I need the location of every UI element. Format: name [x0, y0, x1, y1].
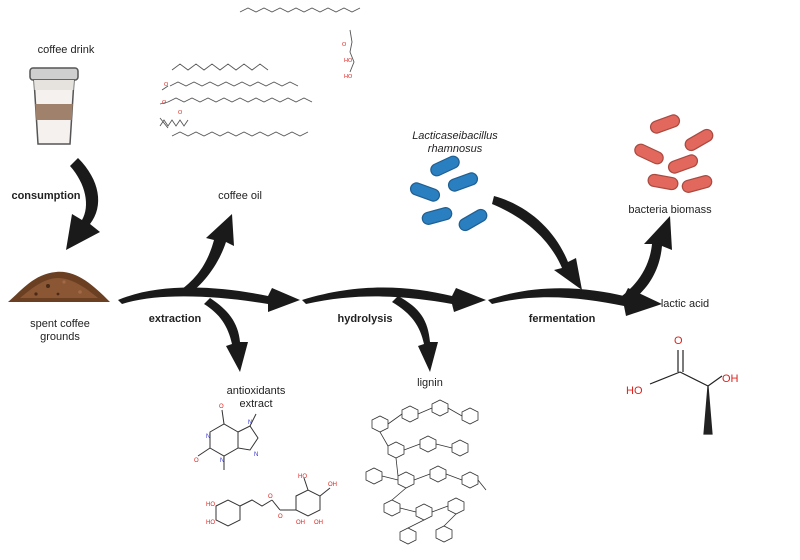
chlorogenic-acid-structure-icon	[215, 477, 331, 527]
lactic-acid-structure-icon	[649, 350, 723, 435]
caffeine-nitrogen-1: N	[206, 434, 210, 440]
bacteria-species: rhamnosus	[427, 143, 483, 155]
caffeine-nitrogen-3: N	[248, 420, 252, 426]
chlorogenic-oxygen-1: O	[278, 514, 283, 520]
antioxidants-arrow	[204, 298, 248, 372]
consumption-label: consumption	[11, 190, 81, 202]
bacteria-genus: Lacticaseibacillus	[412, 130, 498, 142]
chlorogenic-hydroxyl-3: HO	[298, 474, 307, 480]
lactic-acid-label: lactic acid	[660, 298, 710, 310]
oil-oxygen-2: O	[162, 100, 167, 106]
chlorogenic-labels: HO HO O O HO OH OH OH	[206, 474, 337, 526]
blue-bacteria-icon	[409, 155, 488, 232]
chlorogenic-hydroxyl-5: OH	[314, 520, 323, 526]
extraction-arrow-main	[118, 287, 300, 312]
coffee-drink-label: coffee drink	[37, 44, 95, 56]
spent-grounds-line2: grounds	[40, 331, 80, 343]
biomass-arrow	[622, 216, 672, 302]
coffee-oil-structure-icon	[159, 7, 361, 137]
caffeine-oxygen-1: O	[219, 404, 224, 410]
bacteria-arrow	[492, 196, 582, 290]
caffeine-labels: O O N N N N	[194, 404, 258, 464]
coffee-oil-label: coffee oil	[218, 190, 262, 202]
spent-grounds-line1: spent coffee	[30, 318, 90, 330]
caffeine-nitrogen-4: N	[254, 452, 258, 458]
caffeine-nitrogen-2: N	[220, 458, 224, 464]
hydrolysis-arrow-main	[302, 287, 486, 312]
oil-hydroxyl-2: HO	[344, 74, 353, 80]
chlorogenic-hydroxyl-2: HO	[206, 520, 215, 526]
lignin-label: lignin	[417, 377, 443, 389]
chlorogenic-hydroxyl-6: OH	[296, 520, 305, 526]
lactic-hydroxyl-right: OH	[722, 373, 739, 385]
spent-grounds-label: spent coffee grounds	[20, 318, 100, 344]
antioxidants-line1: antioxidants	[226, 385, 286, 397]
fermentation-arrow-main	[488, 288, 662, 316]
coffee-grounds-icon	[8, 271, 110, 302]
lignin-arrow	[392, 296, 438, 372]
oil-oxygen-1: O	[164, 82, 169, 88]
coffee-cup-icon	[29, 67, 79, 145]
oil-oxygen-4: O	[342, 42, 347, 48]
lactic-acid-labels: O HO OH	[626, 335, 739, 397]
chlorogenic-hydroxyl-4: OH	[328, 482, 337, 488]
chlorogenic-hydroxyl-1: HO	[206, 502, 215, 508]
oil-hydroxyl-1: HO	[344, 58, 353, 64]
oil-oxygen-3: O	[178, 110, 183, 116]
lignin-structure-icon	[365, 399, 487, 545]
caffeine-oxygen-2: O	[194, 458, 199, 464]
caffeine-structure-icon	[197, 409, 259, 470]
coffee-oil-arrow	[178, 214, 234, 296]
hydrolysis-label: hydrolysis	[337, 313, 393, 325]
bacteria-biomass-label: bacteria biomass	[628, 204, 712, 216]
coffee-oil-oxygen-labels: O O O O HO HO	[162, 42, 353, 116]
chlorogenic-oxygen-2: O	[268, 494, 273, 500]
lactic-hydroxyl-left: HO	[626, 385, 643, 397]
red-bacteria-icon	[634, 114, 714, 193]
lactic-oxygen: O	[674, 335, 683, 347]
bacteria-name-label: Lacticaseibacillus rhamnosus	[390, 130, 520, 156]
antioxidants-line2: extract	[239, 398, 273, 410]
consumption-arrow	[66, 158, 100, 250]
extraction-label: extraction	[148, 313, 202, 325]
antioxidants-label: antioxidants extract	[216, 385, 296, 411]
fermentation-label: fermentation	[528, 313, 596, 325]
arrows	[66, 158, 672, 372]
